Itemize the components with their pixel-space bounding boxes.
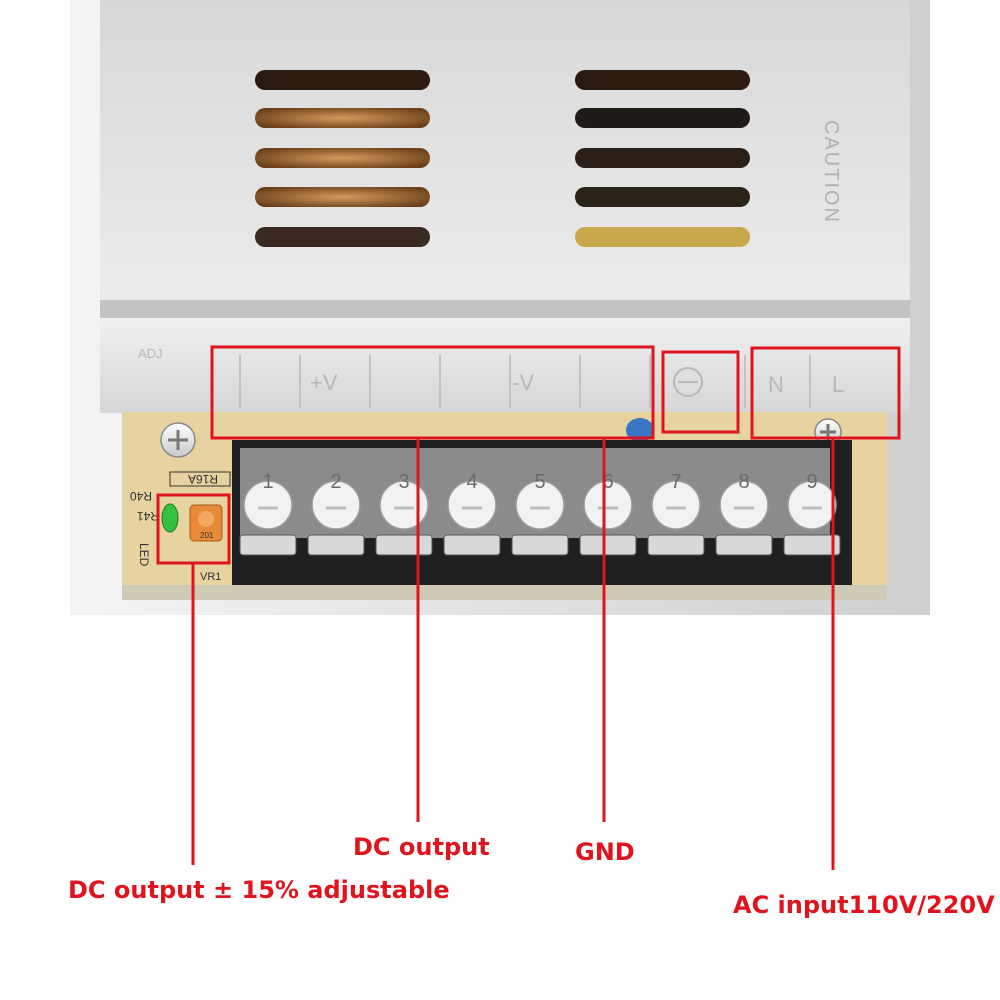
terminal-number: 7: [670, 471, 681, 493]
dc-output-box: [210, 345, 655, 440]
front-panel: [100, 318, 910, 413]
annotation-boxes: [156, 345, 901, 565]
ac-input-label: AC input110V/220V: [733, 891, 995, 919]
terminal-screw-icon: [379, 480, 429, 530]
terminal-8[interactable]: 8: [715, 471, 773, 556]
terminal-screw-icon: [719, 480, 769, 530]
terminal-number: 8: [738, 471, 749, 493]
led-marking: LED: [137, 543, 151, 567]
terminal-screw-icon: [447, 480, 497, 530]
led-indicator: [161, 503, 179, 533]
r41-marking: R41: [137, 509, 159, 523]
terminal-6[interactable]: 6: [579, 471, 637, 556]
terminal-number: 5: [534, 471, 545, 493]
terminal-number: 6: [602, 471, 613, 493]
r16a-marking: R16A: [188, 472, 218, 486]
r40-marking: R40: [130, 489, 152, 503]
terminal-7[interactable]: 7: [647, 471, 705, 556]
terminal-9[interactable]: 9: [783, 471, 841, 556]
adjustable-label: DC output ± 15% adjustable: [68, 876, 450, 904]
terminal-screws: 1 2 3 4 5 6 7 8 9: [239, 471, 841, 556]
terminal-screw-icon: [243, 480, 293, 530]
terminal-number: 1: [262, 471, 273, 493]
terminal-number: 9: [806, 471, 817, 493]
leader-lines: [191, 438, 835, 870]
terminal-screw-icon: [583, 480, 633, 530]
terminal-2[interactable]: 2: [307, 471, 365, 556]
terminal-4[interactable]: 4: [443, 471, 501, 556]
pot-value-marking: 201: [200, 531, 214, 540]
case-top-cover: [100, 0, 910, 310]
terminal-number: 4: [466, 471, 477, 493]
vent-slots-left: [255, 70, 430, 247]
terminal-screw-icon: [787, 480, 837, 530]
terminal-screw-icon: [311, 480, 361, 530]
gnd-box: [661, 350, 740, 434]
plus-v-marking: +V: [310, 370, 338, 395]
terminal-1[interactable]: 1: [239, 471, 297, 556]
terminal-number: 3: [398, 471, 409, 493]
caution-marking: CAUTION: [820, 120, 842, 224]
terminal-5[interactable]: 5: [511, 471, 569, 556]
dc-output-label: DC output: [353, 833, 490, 861]
terminal-screw-icon: [515, 480, 565, 530]
terminal-number: 2: [330, 471, 341, 493]
mounting-screw-left: [160, 422, 196, 458]
n-marking: N: [768, 372, 784, 397]
adj-marking: ADJ: [138, 346, 163, 361]
panel-embossing: [239, 355, 811, 408]
capacitor: [626, 418, 654, 442]
vr1-marking: VR1: [200, 571, 221, 583]
vent-slots-right: [575, 70, 750, 247]
terminal-screw-icon: [651, 480, 701, 530]
minus-v-marking: -V: [512, 370, 534, 395]
gnd-label: GND: [575, 838, 635, 866]
l-marking: L: [832, 372, 844, 397]
ground-symbol-icon: [673, 367, 703, 397]
ac-input-box: [750, 346, 901, 440]
